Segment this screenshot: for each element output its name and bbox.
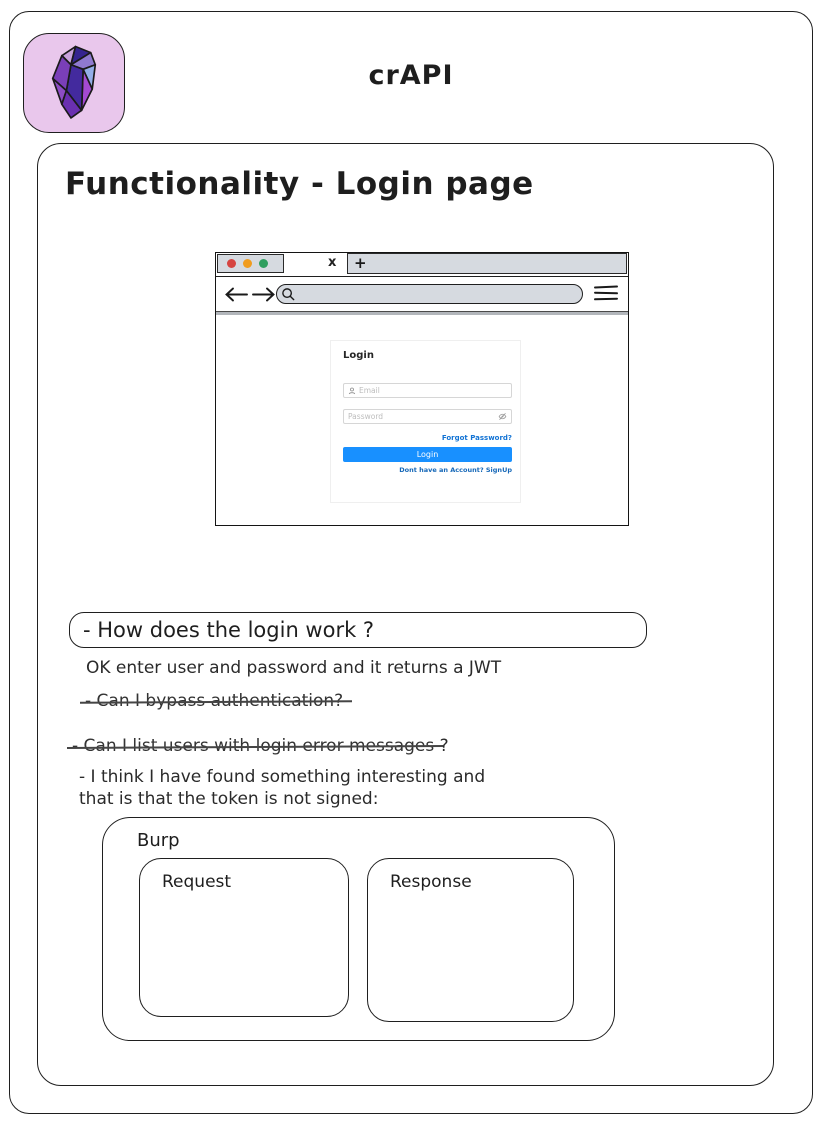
new-tab-button[interactable]: + [347, 253, 627, 274]
window-controls [217, 254, 284, 273]
password-field[interactable] [343, 409, 512, 424]
app-logo [23, 33, 125, 133]
email-field[interactable] [343, 383, 512, 398]
close-window-icon[interactable] [227, 259, 236, 268]
burp-panel: Burp Request Response [102, 817, 615, 1041]
signup-link[interactable]: Dont have an Account? SignUp [399, 466, 512, 474]
login-card: Login Forgot Password? [330, 340, 521, 503]
app-frame: crAPI Functionality - Login page x + [9, 11, 813, 1114]
login-form-title: Login [343, 350, 374, 361]
back-icon[interactable] [223, 286, 249, 303]
tab-close-icon[interactable]: x [328, 255, 337, 270]
request-label: Request [162, 872, 232, 892]
question-mark-suffix: ? [434, 736, 449, 756]
minimize-window-icon[interactable] [243, 259, 252, 268]
burp-label: Burp [137, 830, 180, 851]
page-title: Functionality - Login page [65, 166, 534, 202]
browser-toolbar [216, 278, 628, 311]
password-input[interactable] [348, 412, 495, 421]
note-list-users: - Can I list users with login error mess… [72, 736, 449, 756]
menu-icon[interactable] [593, 284, 619, 302]
forward-icon[interactable] [251, 286, 277, 303]
search-icon [282, 288, 295, 301]
note-finding: - I think I have found something interes… [79, 766, 485, 810]
browser-window: x + [215, 252, 629, 526]
note-bypass-auth: - Can I bypass authentication? [85, 691, 343, 711]
response-label: Response [390, 872, 472, 892]
address-bar[interactable] [276, 284, 583, 304]
question-box: - How does the login work ? [69, 612, 647, 648]
login-button[interactable]: Login [343, 447, 512, 462]
content-panel: Functionality - Login page x + [37, 143, 774, 1086]
request-box: Request [139, 858, 349, 1017]
struck-text: - Can I list users with login error mess… [72, 736, 435, 756]
eye-invisible-icon[interactable] [498, 412, 507, 421]
question-text: - How does the login work ? [83, 618, 375, 642]
finding-line-2: that is that the token is not signed: [79, 789, 379, 809]
maximize-window-icon[interactable] [259, 259, 268, 268]
user-icon [348, 387, 356, 394]
finding-line-1: - I think I have found something interes… [79, 767, 486, 787]
new-tab-icon: + [354, 254, 367, 272]
email-input[interactable] [359, 386, 507, 395]
response-box: Response [367, 858, 574, 1022]
app-title: crAPI [368, 60, 454, 91]
browser-tab-bar: x + [216, 253, 628, 277]
crystal-icon [51, 45, 97, 119]
toolbar-divider [216, 311, 628, 315]
forgot-password-link[interactable]: Forgot Password? [441, 434, 512, 442]
struck-text: - Can I bypass authentication? [85, 691, 344, 711]
note-answer: OK enter user and password and it return… [86, 658, 502, 678]
